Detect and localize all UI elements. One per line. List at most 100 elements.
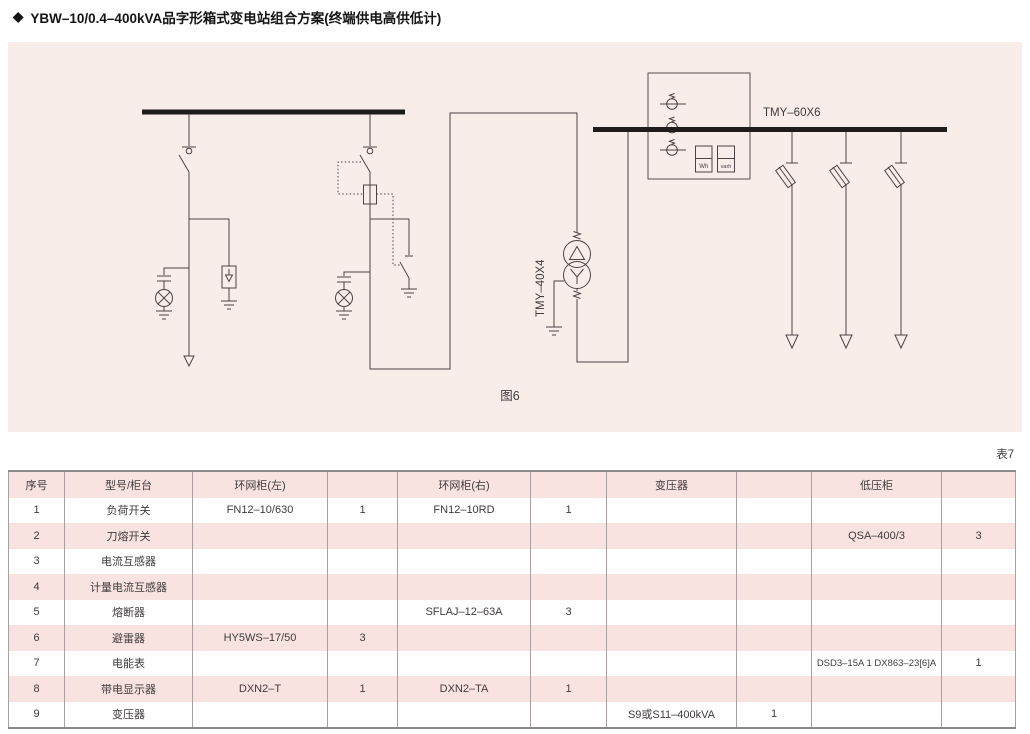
table-cell: 变压器	[65, 701, 193, 727]
table-cell: 5	[8, 599, 65, 625]
table-cell: 4	[8, 574, 65, 600]
table-cell: 7	[8, 650, 65, 676]
table-cell	[737, 599, 812, 625]
fuse-switch-icon	[828, 164, 851, 189]
table-cell: FN12–10/630	[193, 497, 328, 523]
table-cell: 熔断器	[65, 599, 193, 625]
table-cell	[398, 523, 531, 549]
metering-box	[647, 72, 751, 180]
table-cell	[398, 701, 531, 727]
figure-label: 图6	[500, 389, 520, 403]
wye-winding-icon	[570, 268, 584, 284]
table-cell	[607, 574, 737, 600]
table-cell	[942, 676, 1016, 702]
table-cell	[737, 574, 812, 600]
lv-feeder	[883, 132, 908, 350]
page-title: ◆ YBW–10/0.4–400kVA品字形箱式变电站组合方案(终端供电高供低计…	[13, 7, 441, 27]
delta-winding-icon	[568, 245, 586, 260]
table-cell: 1	[531, 676, 607, 702]
ct-icon	[660, 139, 686, 156]
table-cell: 刀熔开关	[65, 523, 193, 549]
arrester-icon	[221, 265, 237, 289]
table-cell	[812, 574, 942, 600]
table-cell	[607, 599, 737, 625]
table-caption: 表7	[996, 449, 1014, 461]
table-cell	[812, 676, 942, 702]
table-cell	[607, 497, 737, 523]
table-cell	[737, 676, 812, 702]
table-cell	[812, 548, 942, 574]
table-cell	[737, 548, 812, 574]
table-cell	[737, 523, 812, 549]
wh-meter-label: Wh	[699, 164, 708, 170]
table-cell	[328, 523, 398, 549]
table-cell	[812, 625, 942, 651]
feeder-arrow-icon	[839, 334, 853, 350]
feeder-arrow-icon	[183, 355, 195, 368]
ct-icon	[660, 93, 686, 110]
feeder-arrow-icon	[785, 334, 799, 350]
lv-feeder	[774, 132, 799, 350]
header-cell	[328, 472, 398, 498]
transformer-symbol	[546, 132, 629, 363]
table-cell	[607, 548, 737, 574]
table-cell	[812, 497, 942, 523]
single-line-diagram: TMY–40X4	[142, 72, 947, 403]
table-cell	[737, 650, 812, 676]
table-cell: 负荷开关	[65, 497, 193, 523]
header-cell: 型号/柜台	[65, 472, 193, 498]
table-cell	[531, 650, 607, 676]
header-cell	[531, 472, 607, 498]
table-cell	[812, 599, 942, 625]
table-cell	[193, 650, 328, 676]
table-cell: HY5WS–17/50	[193, 625, 328, 651]
table-cell: 1	[737, 701, 812, 727]
table-cell: 1	[8, 497, 65, 523]
table-cell	[398, 548, 531, 574]
header-cell: 序号	[8, 472, 65, 498]
table-header-row: 序号型号/柜台环网柜(左)环网柜(右)变压器低压柜	[8, 472, 1016, 498]
table-cell: 3	[531, 599, 607, 625]
table-cell	[398, 574, 531, 600]
table-cell: 3	[8, 548, 65, 574]
table-cell: 电能表	[65, 650, 193, 676]
ground-icon	[546, 326, 562, 336]
load-switch-blade-icon	[359, 154, 371, 173]
earth-switch-blade-icon	[399, 261, 410, 279]
header-cell: 环网柜(右)	[398, 472, 531, 498]
table-cell	[942, 701, 1016, 727]
table-cell	[531, 548, 607, 574]
title-text: YBW–10/0.4–400kVA品字形箱式变电站组合方案(终端供电高供低计)	[30, 11, 442, 26]
table-cell	[942, 548, 1016, 574]
table-cell	[607, 625, 737, 651]
table-cell	[531, 701, 607, 727]
lv-feeder	[828, 132, 853, 350]
table-cell	[398, 650, 531, 676]
voltage-indicator-icon	[335, 276, 353, 320]
table-cell	[607, 676, 737, 702]
header-cell	[942, 472, 1016, 498]
table-cell: FN12–10RD	[398, 497, 531, 523]
ground-icon	[221, 300, 237, 310]
load-switch-contact-icon	[185, 147, 193, 155]
table-cell	[193, 548, 328, 574]
load-switch-blade-icon	[178, 154, 190, 173]
hv-feeder-right	[335, 112, 578, 370]
header-cell	[737, 472, 812, 498]
table-cell	[328, 701, 398, 727]
table-cell: SFLAJ–12–63A	[398, 599, 531, 625]
table-cell	[193, 599, 328, 625]
table-cell: 避雷器	[65, 625, 193, 651]
hv-feeder-left	[155, 114, 237, 368]
table-cell	[531, 625, 607, 651]
table-cell: DXN2–TA	[398, 676, 531, 702]
table-cell: 1	[328, 676, 398, 702]
